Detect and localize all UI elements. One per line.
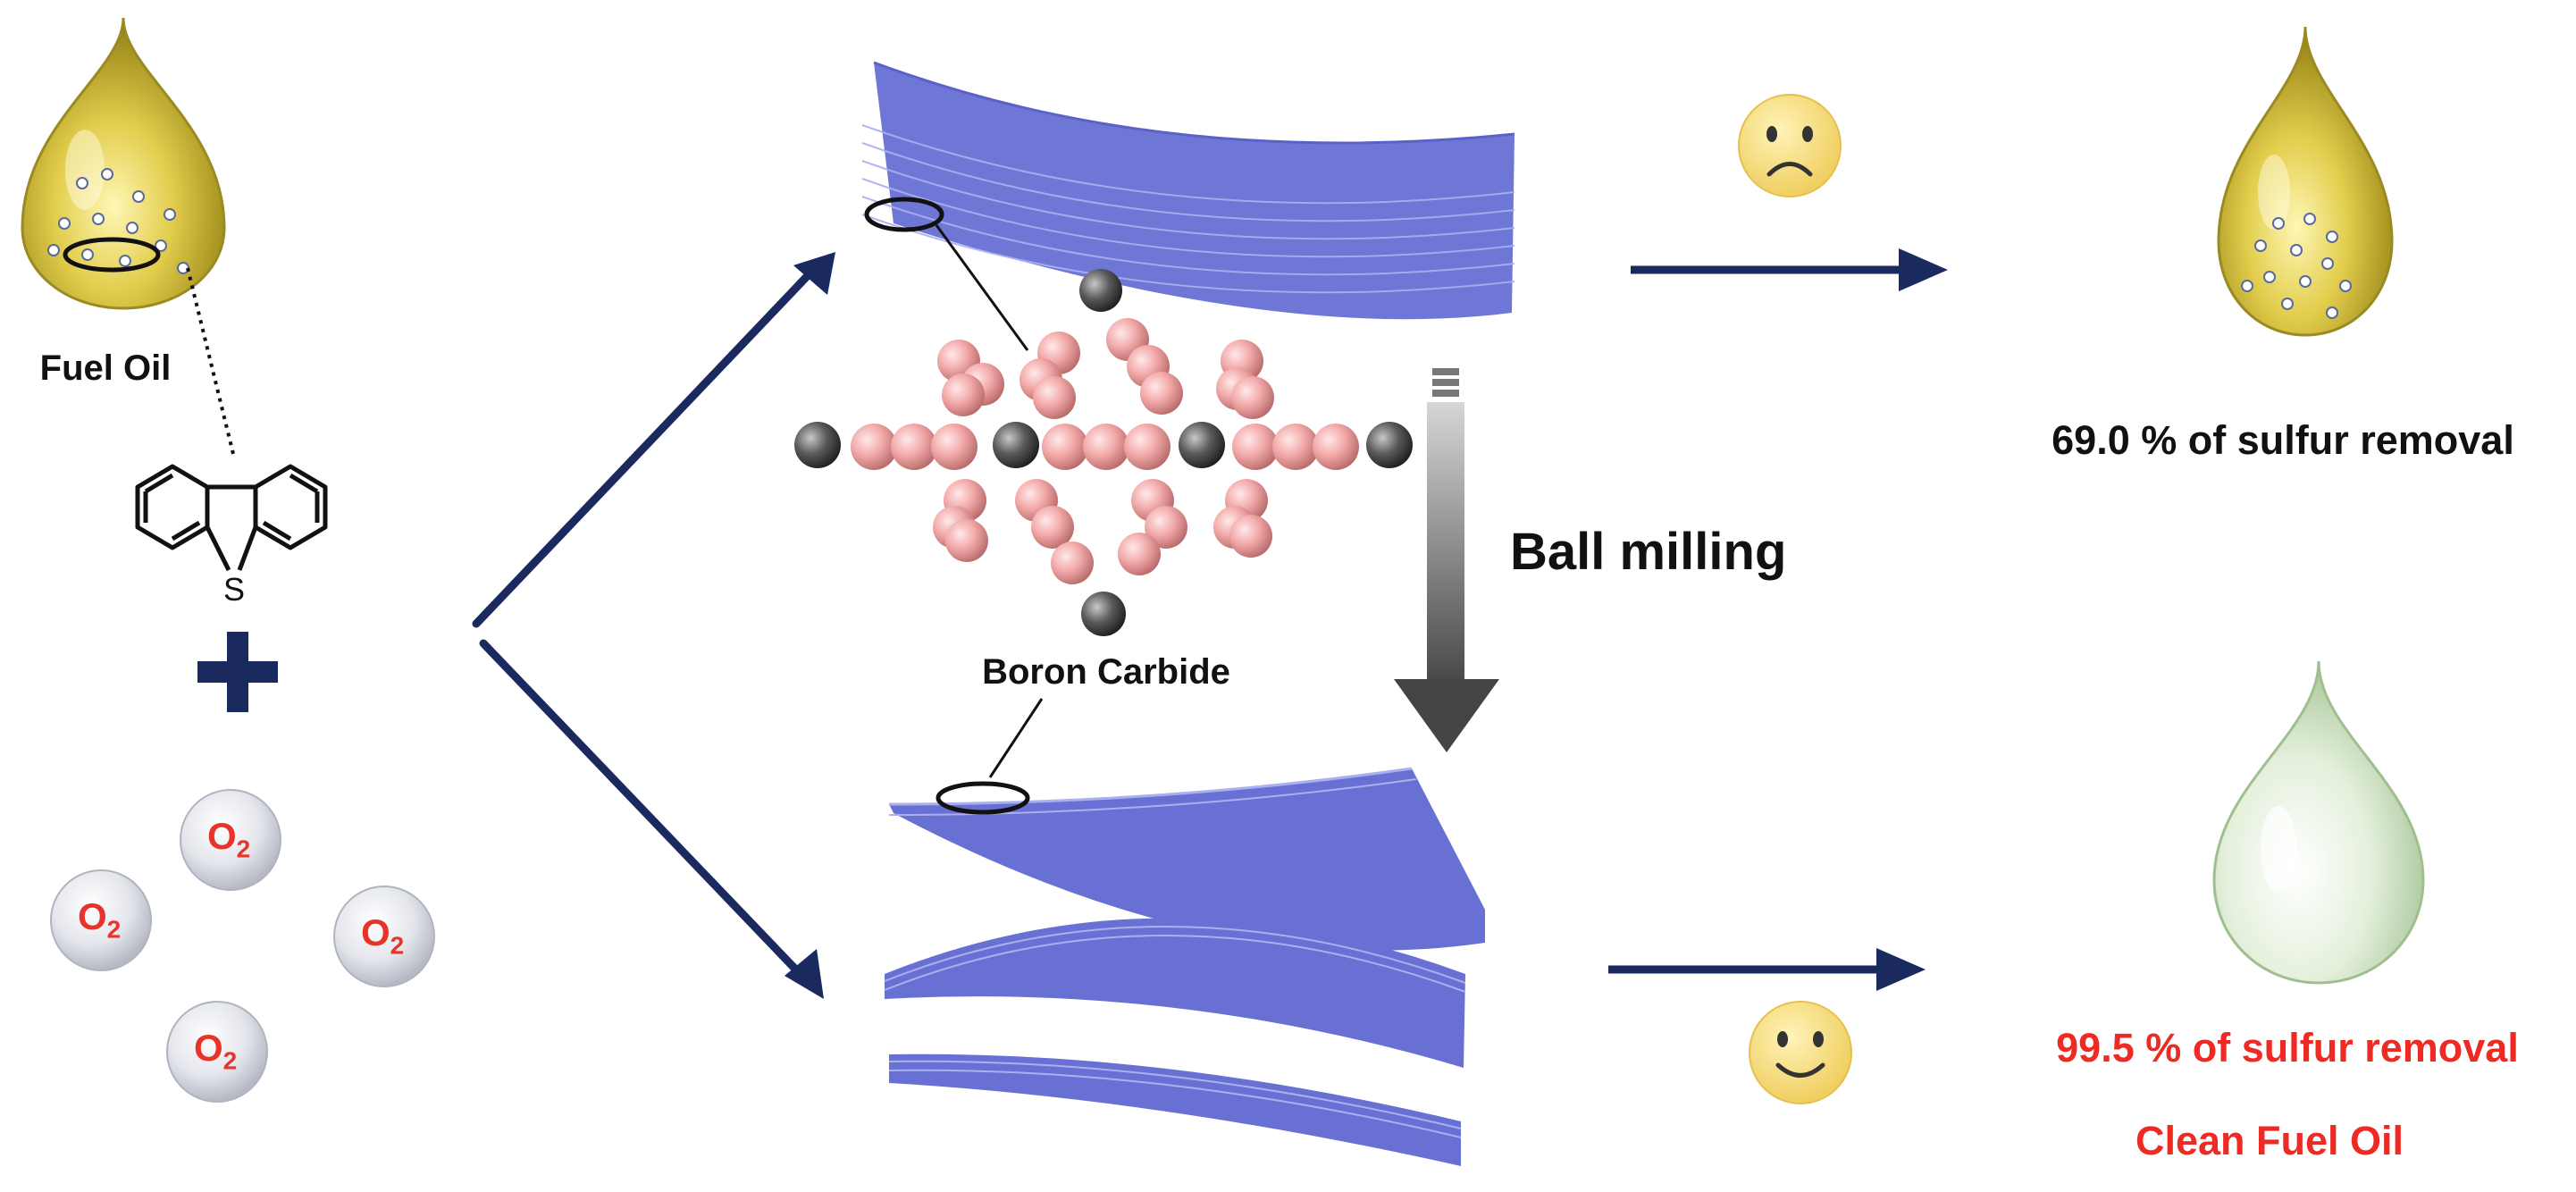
oxygen-label-top: O2 <box>207 815 251 863</box>
fuel-oil-label: Fuel Oil <box>40 348 172 388</box>
bulk-boron-carbide-sheets <box>861 61 1515 320</box>
sad-face-icon <box>1738 94 1842 197</box>
untreated-oil-drop <box>2217 26 2394 337</box>
oxygen-label-bottom: O2 <box>194 1027 238 1075</box>
result-arrow-top-head <box>1899 248 1948 291</box>
milled-zoom-line <box>988 698 1044 778</box>
happy-face-icon <box>1749 1001 1852 1104</box>
plus-icon <box>197 632 278 712</box>
clean-fuel-oil-label: Clean Fuel Oil <box>2135 1118 2404 1163</box>
bulk-zoom-line <box>935 224 1029 351</box>
fuel-oil-drop <box>21 17 226 310</box>
boron-carbide-lattice <box>794 269 1413 636</box>
clean-oil-drop <box>2212 660 2425 985</box>
ball-milling-arrow <box>1394 368 1499 752</box>
milled-result-label: 99.5 % of sulfur removal <box>2056 1025 2519 1070</box>
sulfur-atom-label: S <box>223 571 245 608</box>
branch-arrow-up-head <box>793 252 835 295</box>
result-arrow-bottom-head <box>1876 948 1926 991</box>
ball-milling-label: Ball milling <box>1510 523 1786 581</box>
exfoliated-boron-carbide-sheets <box>884 767 1485 1166</box>
oxygen-label-left: O2 <box>78 895 122 944</box>
boron-carbide-label: Boron Carbide <box>982 652 1230 692</box>
dibenzothiophene-molecule <box>135 464 328 572</box>
oxygen-bubbles <box>50 789 435 1103</box>
oxygen-label-right: O2 <box>361 911 405 960</box>
branch-arrow-down-head <box>785 949 824 999</box>
branch-arrows <box>472 264 819 987</box>
zoom-dotted-line <box>186 267 236 458</box>
bulk-result-label: 69.0 % of sulfur removal <box>2052 417 2514 463</box>
